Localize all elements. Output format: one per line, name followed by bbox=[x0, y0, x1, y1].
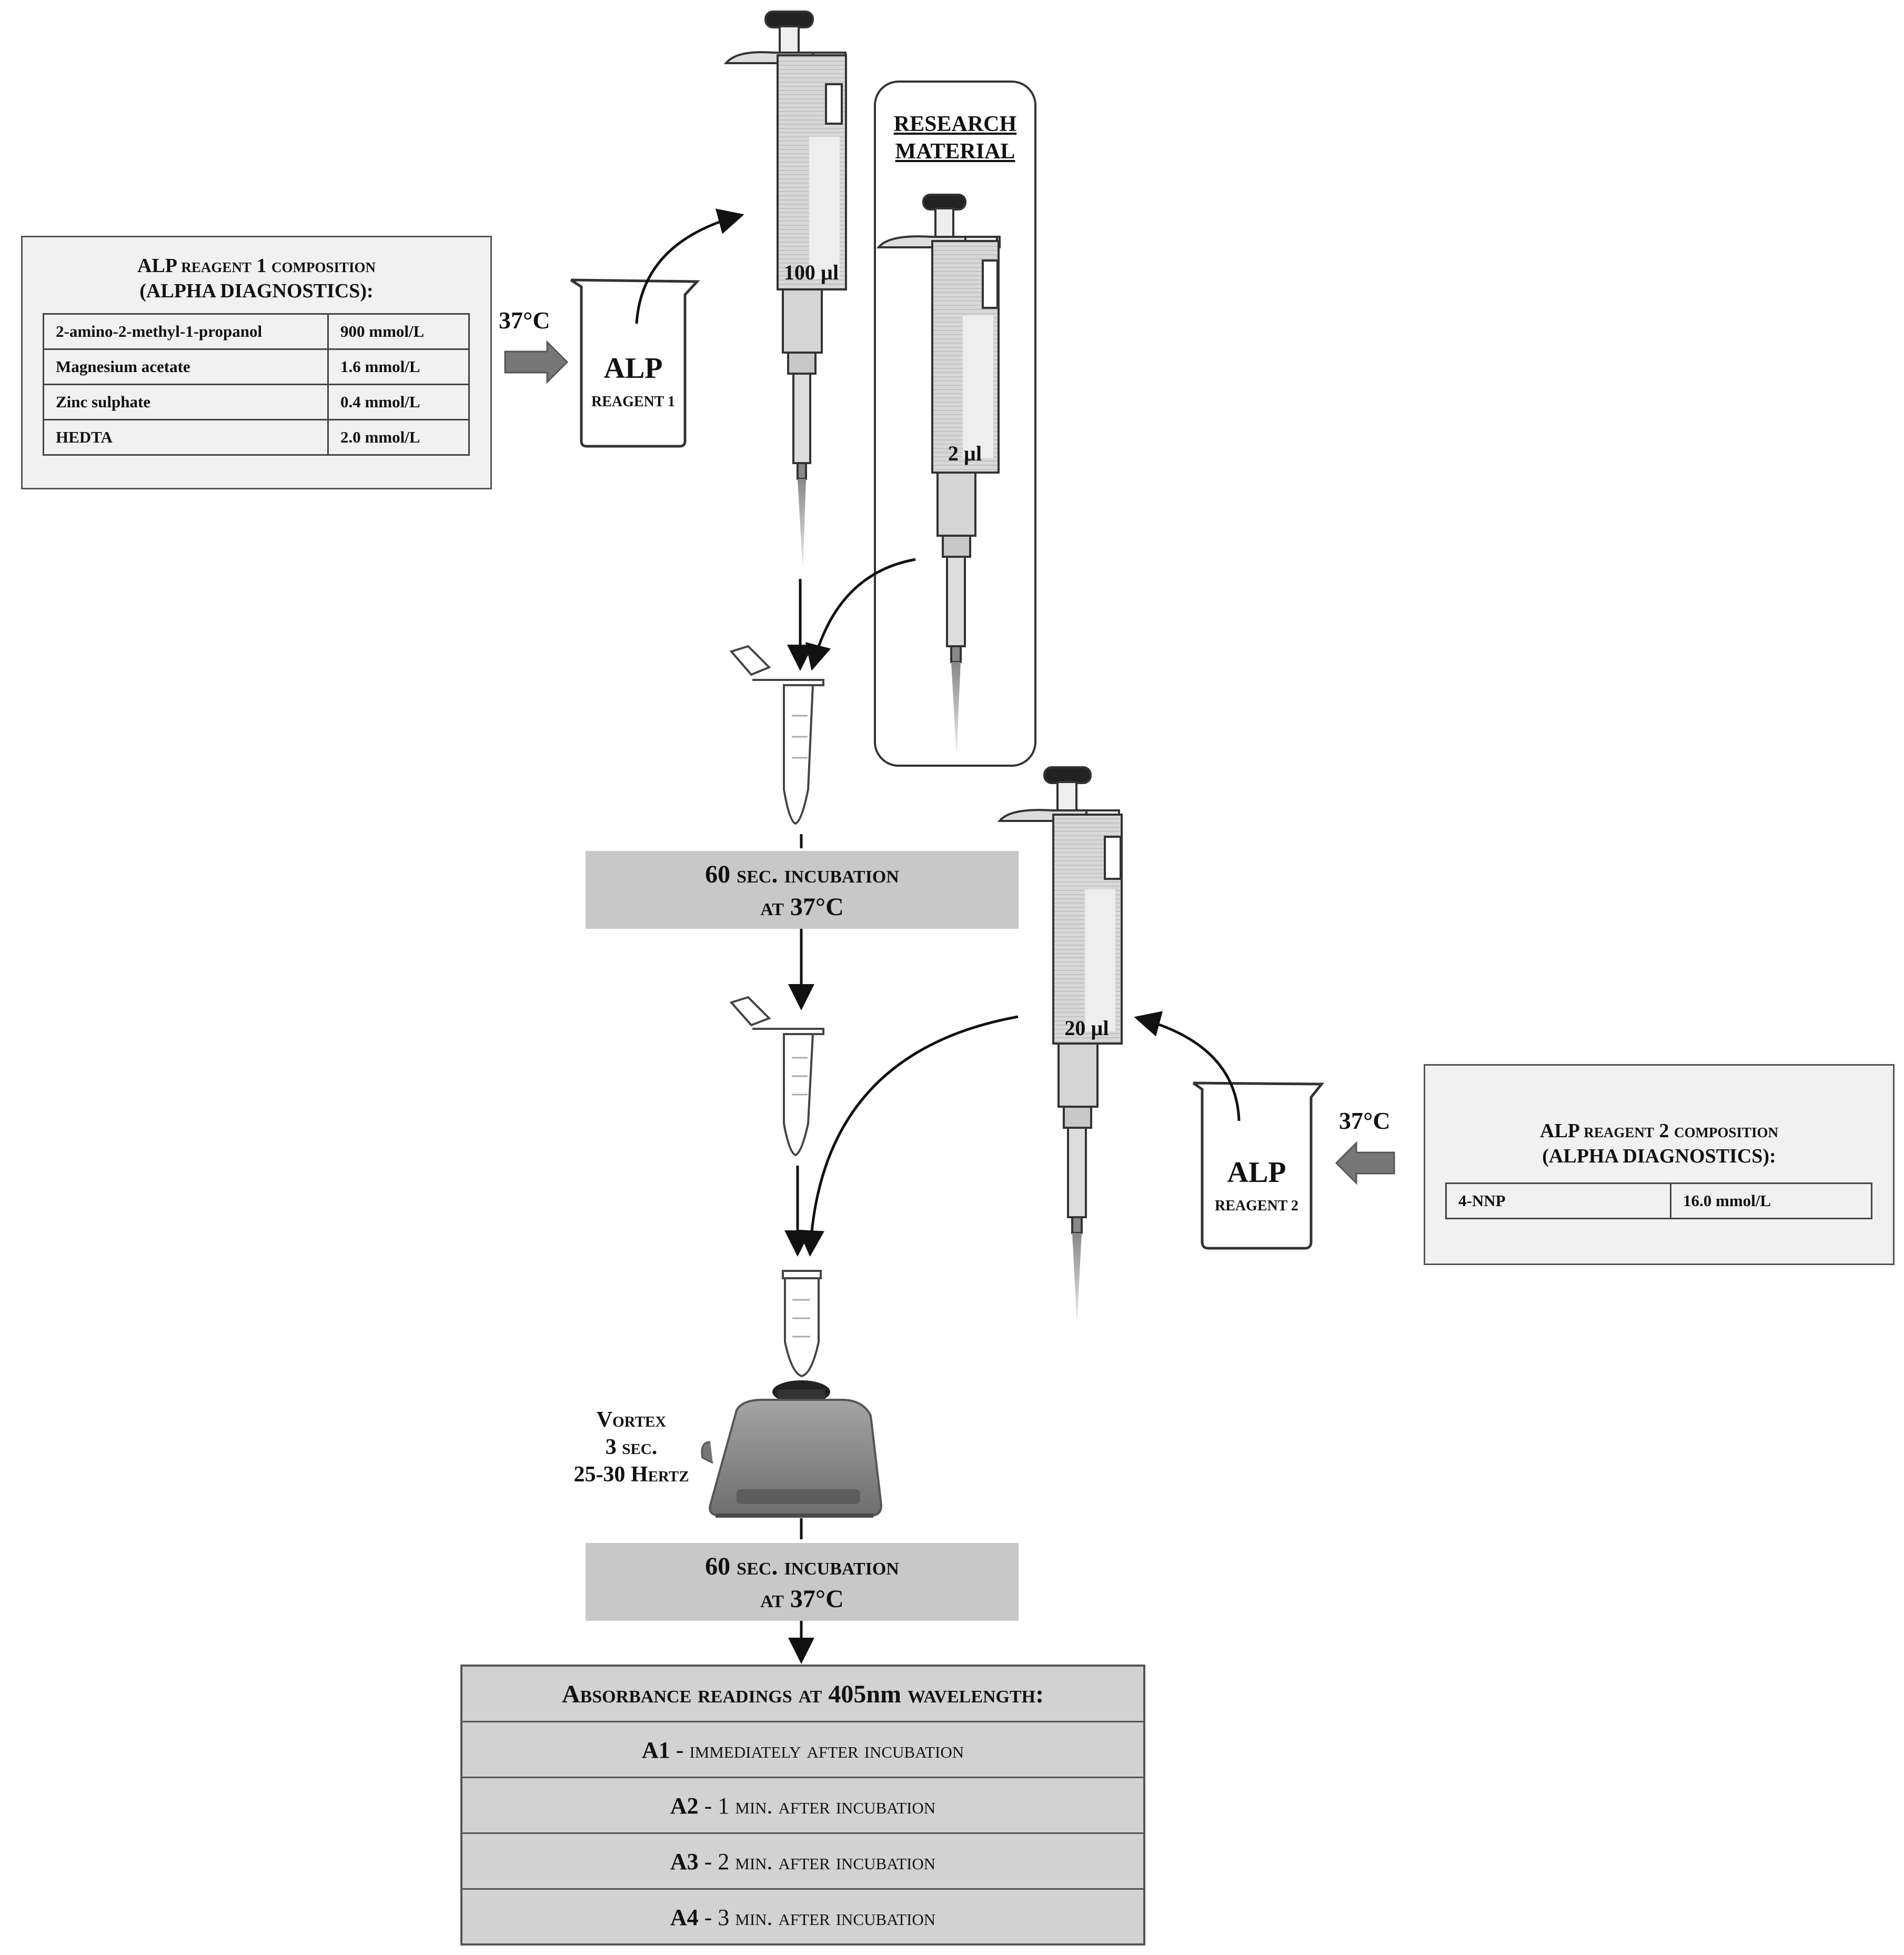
research-material-label: RESEARCH MATERIAL bbox=[875, 111, 1035, 165]
table-row: A3 - 2 min. after incubation bbox=[462, 1834, 1143, 1890]
component-name: Magnesium acetate bbox=[43, 348, 329, 385]
beaker2-label-small: REAGENT 2 bbox=[1215, 1198, 1298, 1214]
absorbance-header-a: Absorbance readings at bbox=[561, 1680, 822, 1708]
beaker-reagent2-icon bbox=[1192, 1081, 1325, 1250]
arrow-to-beaker2-icon bbox=[1335, 1141, 1395, 1185]
vortex-label: Vortex 3 sec. 25-30 Hertz bbox=[555, 1406, 708, 1488]
component-name: Zinc sulphate bbox=[43, 384, 329, 420]
incubation1-at: at bbox=[760, 893, 784, 921]
table-row: A2 - 1 min. after incubation bbox=[462, 1778, 1143, 1834]
research-material-line2: MATERIAL bbox=[895, 139, 1015, 164]
pipette-20ul-icon bbox=[997, 766, 1123, 1325]
reagent2-title-line2: (ALPHA DIAGNOSTICS): bbox=[1542, 1145, 1776, 1167]
tube-3-icon bbox=[782, 1270, 822, 1378]
incubation2-seconds: 60 bbox=[705, 1552, 731, 1580]
pipette1-volume: 100 µl bbox=[783, 260, 839, 284]
temperature-label-1: 37°C bbox=[499, 307, 550, 334]
reading-code: A1 bbox=[641, 1737, 670, 1763]
component-value: 2.0 mmol/L bbox=[327, 419, 470, 456]
reading-text: min. after incubation bbox=[735, 1849, 936, 1874]
reagent2-title-bold: ALP bbox=[1540, 1120, 1579, 1142]
absorbance-header-b: 405nm bbox=[828, 1680, 902, 1708]
incubation-box-1: 60 sec. incubation at 37°C bbox=[586, 851, 1019, 929]
table-row: A1 - immediately after incubation bbox=[462, 1722, 1143, 1778]
pipette-2ul-icon bbox=[876, 194, 1001, 757]
reagent1-title-bold: ALP bbox=[137, 255, 176, 277]
reagent2-composition-title: ALP reagent 2 composition (ALPHA DIAGNOS… bbox=[1425, 1118, 1893, 1169]
reagent1-composition-title: ALP reagent 1 composition (ALPHA DIAGNOS… bbox=[23, 253, 490, 304]
incubation1-text: sec. incubation bbox=[737, 860, 899, 888]
reading-text: min. after incubation bbox=[735, 1793, 936, 1819]
incubation1-temp: 37°C bbox=[790, 893, 844, 921]
incubation-box-2: 60 sec. incubation at 37°C bbox=[586, 1543, 1019, 1621]
flow-arrows bbox=[635, 208, 1241, 1664]
incubation2-text: sec. incubation bbox=[737, 1552, 899, 1580]
research-material-line1: RESEARCH bbox=[893, 112, 1017, 136]
reading-text: - immediately after incubation bbox=[676, 1737, 964, 1763]
research-material-frame bbox=[874, 81, 1036, 767]
reading-code: A3 bbox=[670, 1849, 699, 1874]
reagent2-title-rest: reagent 2 composition bbox=[1584, 1120, 1778, 1142]
reagent1-title-line2: (ALPHA DIAGNOSTICS): bbox=[139, 280, 374, 302]
vortex-mixer-icon bbox=[701, 1380, 883, 1518]
vortex-line1: Vortex bbox=[596, 1408, 667, 1432]
beaker1-label-big: ALP bbox=[603, 352, 663, 385]
arrow-to-beaker1-icon bbox=[504, 340, 569, 384]
temperature-label-2: 37°C bbox=[1339, 1107, 1391, 1134]
incubation1-seconds: 60 bbox=[705, 860, 731, 888]
component-name: HEDTA bbox=[43, 419, 329, 456]
component-value: 16.0 mmol/L bbox=[1670, 1182, 1872, 1219]
reading-code: A4 bbox=[670, 1904, 699, 1930]
pipette3-volume: 20 µl bbox=[1064, 1016, 1109, 1040]
beaker2-label-big: ALP bbox=[1227, 1156, 1286, 1189]
beaker-reagent1-icon bbox=[570, 278, 700, 448]
incubation2-at: at bbox=[760, 1585, 784, 1613]
tube-1-icon bbox=[729, 645, 824, 825]
component-name: 4-NNP bbox=[1445, 1182, 1671, 1219]
pipette-100ul-icon bbox=[723, 11, 847, 571]
reading-text: min. after incubation bbox=[735, 1904, 936, 1930]
reading-code: A2 bbox=[670, 1793, 699, 1819]
absorbance-header-c: wavelength: bbox=[908, 1680, 1044, 1708]
reading-minutes: 2 bbox=[718, 1849, 730, 1874]
vortex-line2: 3 sec. bbox=[605, 1435, 658, 1459]
absorbance-header: Absorbance readings at 405nm wavelength: bbox=[462, 1667, 1143, 1722]
table-row: A4 - 3 min. after incubation bbox=[670, 1904, 936, 1930]
reagent1-title-rest: reagent 1 composition bbox=[181, 255, 376, 277]
reading-minutes: 1 bbox=[718, 1793, 730, 1819]
component-value: 900 mmol/L bbox=[327, 313, 470, 350]
pipette2-volume: 2 µl bbox=[948, 442, 982, 465]
reagent2-composition-box: ALP reagent 2 composition (ALPHA DIAGNOS… bbox=[1424, 1064, 1895, 1265]
vortex-line3: 25-30 Hertz bbox=[573, 1462, 689, 1487]
reading-minutes: 3 bbox=[718, 1904, 730, 1930]
reagent1-composition-box: ALP reagent 1 composition (ALPHA DIAGNOS… bbox=[21, 236, 492, 489]
absorbance-readings-table: Absorbance readings at 405nm wavelength:… bbox=[460, 1665, 1145, 1946]
beaker1-label-small: REAGENT 1 bbox=[591, 394, 675, 410]
incubation2-temp: 37°C bbox=[790, 1585, 844, 1613]
component-value: 0.4 mmol/L bbox=[327, 384, 470, 420]
component-name: 2-amino-2-methyl-1-propanol bbox=[43, 313, 329, 350]
tube-2-icon bbox=[729, 996, 824, 1157]
component-value: 1.6 mmol/L bbox=[327, 348, 470, 385]
